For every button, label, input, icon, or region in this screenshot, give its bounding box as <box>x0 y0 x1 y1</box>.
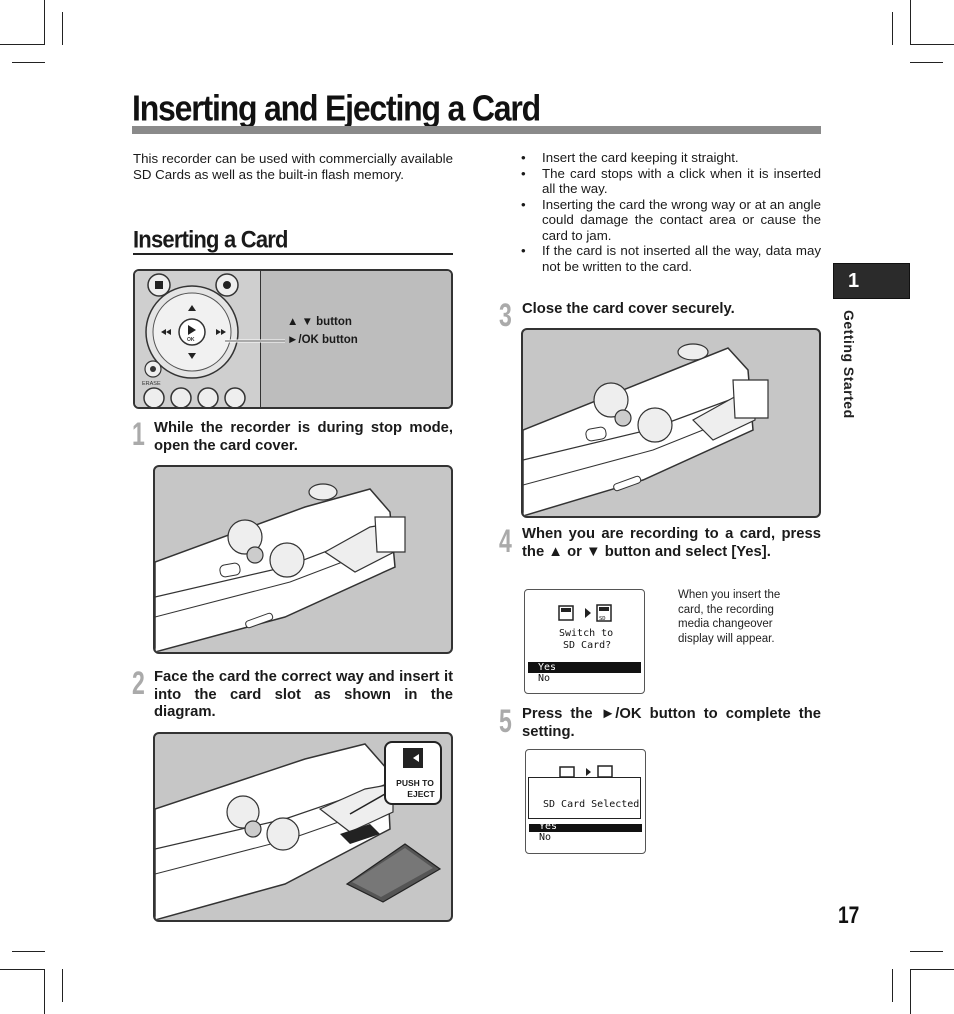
intro-paragraph: This recorder can be used with commercia… <box>133 151 453 182</box>
option-yes: Yes <box>539 821 558 832</box>
list-item: If the card is not inserted all the way,… <box>520 243 821 274</box>
card-tips-list: Insert the card keeping it straight. The… <box>520 150 821 274</box>
sd-card-icon-label: SD <box>599 616 606 622</box>
step-2-number: 2 <box>132 665 145 701</box>
selection-highlight <box>529 824 642 832</box>
selection-highlight <box>528 662 641 673</box>
play-ok-button-label: ►/OK button <box>287 334 358 346</box>
recorder-closed-cover-drawing <box>523 343 769 516</box>
chapter-tab: 1 <box>833 263 910 299</box>
crop-mark <box>910 969 911 1014</box>
up-down-button-label: ▲ ▼ button <box>287 316 352 328</box>
memory-to-sd-icon <box>558 604 612 622</box>
page-title: Inserting and Ejecting a Card <box>132 88 541 129</box>
crop-mark <box>44 969 45 1014</box>
step-5-number: 5 <box>499 703 512 739</box>
screen-line-1: Switch to <box>559 628 614 639</box>
screen-note: When you insert the card, the recording … <box>678 589 781 645</box>
step-3-number: 3 <box>499 297 512 333</box>
crop-mark <box>910 62 943 63</box>
option-no: No <box>539 832 552 843</box>
option-yes: Yes <box>538 662 557 673</box>
ok-label: OK <box>187 337 195 343</box>
option-no: No <box>538 673 551 684</box>
crop-mark <box>0 44 45 45</box>
crop-mark <box>12 62 45 63</box>
chapter-label: Getting Started <box>841 310 857 419</box>
section-title: Inserting a Card <box>133 226 288 253</box>
list-item: Inserting the card the wrong way or at a… <box>520 197 821 244</box>
step-4-text: When you are recording to a card, press … <box>522 526 821 560</box>
erase-label: ERASE <box>142 381 161 387</box>
section-rule <box>133 253 453 255</box>
crop-mark <box>910 951 943 952</box>
page-number: 17 <box>838 902 860 929</box>
switch-card-screen: SD Switch to SD Card? Yes No <box>524 589 645 694</box>
crop-mark <box>892 12 893 45</box>
crop-mark <box>910 969 954 970</box>
crop-mark <box>892 969 893 1002</box>
crop-mark <box>62 12 63 45</box>
title-underline <box>132 126 821 134</box>
memory-to-sd-icon <box>559 765 613 778</box>
insert-card-illustration: PUSH TO EJECT <box>153 732 453 922</box>
recorder-open-cover-drawing <box>155 483 406 652</box>
step-1-number: 1 <box>132 416 145 452</box>
control-diagram: ERASE OK ▲ ▼ button ►/OK button <box>133 269 453 409</box>
crop-mark <box>44 0 45 45</box>
confirmation-popup <box>528 777 641 819</box>
step-5-text: Press the ►/OK button to complete the se… <box>522 706 821 740</box>
screen-line-1: SD Card Selected <box>543 799 640 810</box>
recorder-controls-illustration <box>135 271 451 407</box>
push-to-eject-label: PUSH TO EJECT <box>396 778 435 799</box>
close-cover-illustration <box>521 328 821 518</box>
crop-mark <box>0 969 45 970</box>
card-selected-screen: SD Card Selected Yes No <box>525 749 646 854</box>
step-1-text: While the recorder is during stop mode, … <box>154 420 453 454</box>
list-item: Insert the card keeping it straight. <box>520 150 821 166</box>
list-item: The card stops with a click when it is i… <box>520 166 821 197</box>
recorder-insert-card-drawing <box>155 741 442 920</box>
open-cover-illustration <box>153 465 453 654</box>
crop-mark <box>910 0 911 45</box>
screen-line-2: SD Card? <box>563 640 612 651</box>
crop-mark <box>62 969 63 1002</box>
step-4-number: 4 <box>499 523 512 559</box>
step-3-text: Close the card cover securely. <box>522 301 735 317</box>
crop-mark <box>12 951 45 952</box>
step-2-text: Face the card the correct way and insert… <box>154 669 453 720</box>
crop-mark <box>910 44 954 45</box>
